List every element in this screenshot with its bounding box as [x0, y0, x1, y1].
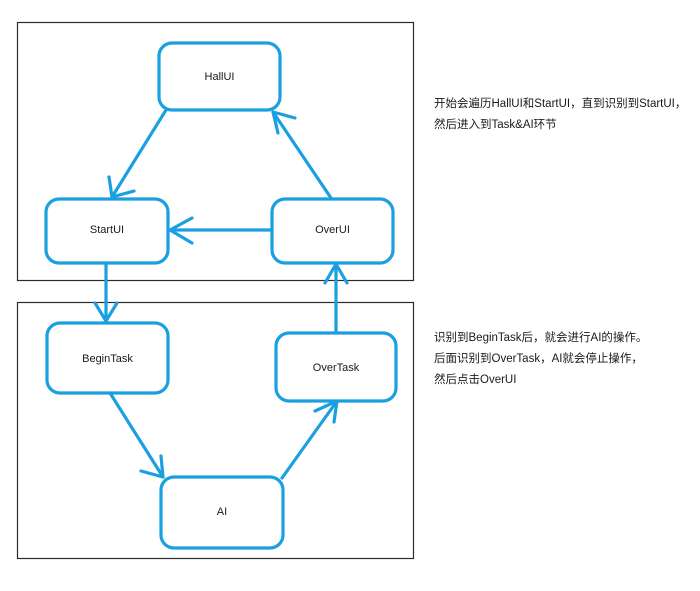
node-begintask-label: BeginTask: [82, 353, 133, 365]
node-overtask-box[interactable]: [274, 331, 398, 403]
annotation-task-flow-line3: 然后点击OverUI: [434, 374, 517, 386]
annotation-ui-flow: 开始会遍历HallUI和StartUI，直到识别到StartUI， 然后进入到T…: [434, 94, 686, 136]
annotation-ui-flow-line1: 开始会遍历HallUI和StartUI，直到识别到StartUI，: [434, 98, 687, 110]
node-overui[interactable]: OverUI: [270, 197, 395, 265]
edge-ai-to-overtask: [280, 399, 339, 480]
node-ai-box[interactable]: [159, 475, 285, 550]
edge-hallui-to-startui: [107, 108, 168, 199]
edge-begintask-to-ai: [108, 391, 165, 479]
edge-overui-to-hallui: [271, 110, 333, 200]
edge-startui-to-begintask: [93, 261, 119, 323]
annotation-task-flow-line1: 识别到BeginTask后，就会进行AI的操作。: [434, 332, 648, 344]
node-startui-label: StartUI: [90, 224, 124, 236]
annotation-task-flow: 识别到BeginTask后，就会进行AI的操作。 后面识别到OverTask，A…: [434, 328, 647, 391]
node-overui-box[interactable]: [270, 197, 395, 265]
node-startui[interactable]: StartUI: [44, 197, 170, 265]
annotation-task-flow-line2: 后面识别到OverTask，AI就会停止操作，: [434, 353, 643, 365]
node-hallui-box[interactable]: [157, 41, 282, 112]
node-begintask[interactable]: BeginTask: [45, 321, 170, 395]
node-overui-label: OverUI: [315, 224, 350, 236]
group-frame-ui: [16, 21, 415, 282]
node-overtask[interactable]: OverTask: [274, 331, 398, 403]
node-overtask-label: OverTask: [313, 362, 360, 374]
node-hallui[interactable]: HallUI: [157, 41, 282, 112]
node-startui-box[interactable]: [44, 197, 170, 265]
node-hallui-label: HallUI: [205, 71, 235, 83]
edge-overtask-to-overui: [323, 262, 349, 334]
group-frame-task: [16, 301, 415, 560]
edge-overui-to-startui: [168, 216, 274, 245]
annotation-ui-flow-line2: 然后进入到Task&AI环节: [434, 119, 557, 131]
node-ai-label: AI: [217, 506, 227, 518]
node-ai[interactable]: AI: [159, 475, 285, 550]
node-begintask-box[interactable]: [45, 321, 170, 395]
